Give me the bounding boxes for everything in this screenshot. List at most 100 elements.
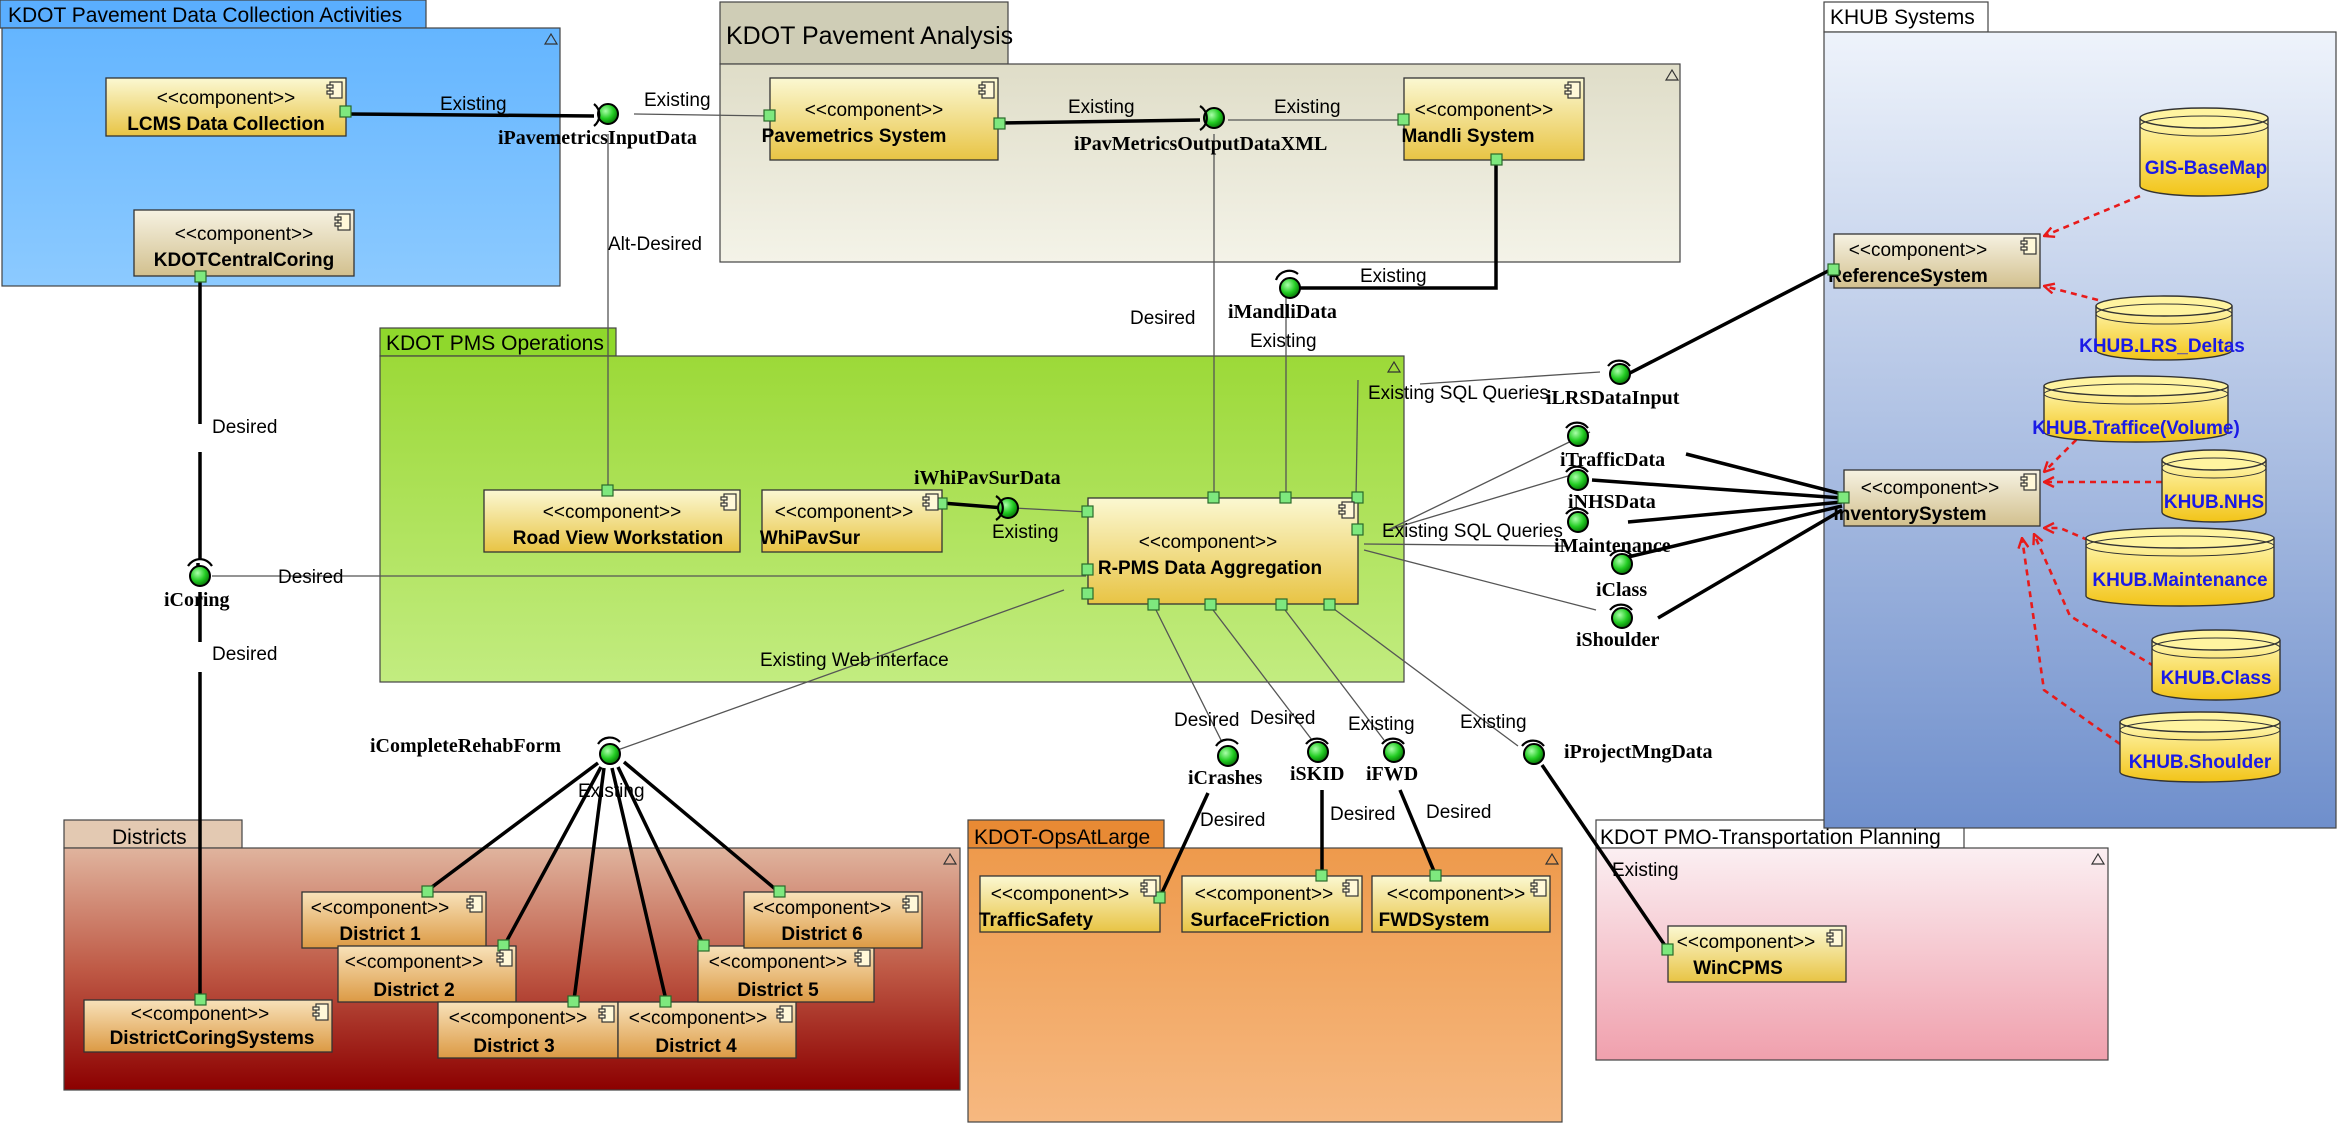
component-lcms[interactable]: <<component>> LCMS Data Collection (105, 77, 352, 137)
svg-text:FWDSystem: FWDSystem (1379, 910, 1490, 931)
label-pavmetrics-output: iPavMetricsOutputDataXML (1074, 133, 1327, 155)
component-wincpms[interactable]: <<component>> WinCPMS (1661, 925, 1847, 983)
connector-labels: Existing Existing Existing Existing Exis… (212, 90, 1679, 881)
component-icon (854, 949, 871, 967)
svg-text:Mandli System: Mandli System (1401, 126, 1534, 147)
component-road-view[interactable]: <<component>> Road View Workstation (483, 484, 741, 553)
ball-shoulder (1609, 603, 1633, 629)
component-district-3[interactable]: <<component>> District 3 (437, 995, 619, 1059)
svg-text:LCMS Data Collection: LCMS Data Collection (127, 114, 324, 135)
svg-text:<<component>>: <<component>> (345, 952, 483, 973)
ball-lrs-input (1607, 359, 1631, 385)
component-icon (598, 1005, 615, 1023)
package-pmo-planning-title: KDOT PMO-Transportation Planning (1600, 826, 1941, 849)
component-icon (1140, 879, 1157, 897)
datastore-shoulder[interactable]: KHUB.Shoulder (2119, 711, 2281, 783)
svg-text:KHUB.Shoulder: KHUB.Shoulder (2129, 752, 2272, 773)
ball-complete-rehab (597, 736, 621, 765)
ball-project-mng (1521, 739, 1545, 765)
svg-text:<<component>>: <<component>> (1139, 532, 1277, 553)
datastore-lrs[interactable]: KHUB.LRS_Deltas (2079, 295, 2245, 361)
component-district-coring[interactable]: <<component>> DistrictCoringSystems (83, 993, 333, 1053)
package-pavement-analysis[interactable]: KDOT Pavement Analysis (719, 1, 1681, 263)
svg-text:<<component>>: <<component>> (175, 224, 313, 245)
conn-rehab-existing: Existing (578, 781, 645, 802)
svg-text:<<component>>: <<component>> (805, 100, 943, 121)
svg-text:ReferenceSystem: ReferenceSystem (1828, 266, 1987, 287)
label-complete-rehab: iCompleteRehabForm (370, 735, 561, 757)
component-district-2[interactable]: <<component>> District 2 (337, 939, 517, 1003)
component-icon (1342, 879, 1359, 897)
component-icon (466, 895, 483, 913)
component-reference[interactable]: <<component>> ReferenceSystem (1827, 233, 2041, 289)
svg-text:District 5: District 5 (737, 980, 819, 1001)
conn-pav-output-desired: Desired (1130, 308, 1195, 329)
component-icon (776, 1005, 793, 1023)
component-icon (1338, 501, 1355, 519)
svg-text:<<component>>: <<component>> (1387, 884, 1525, 905)
datastore-traffic[interactable]: KHUB.Traffice(Volume) (2032, 375, 2240, 443)
datastore-class[interactable]: KHUB.Class (2151, 629, 2281, 701)
package-pavement-analysis-title: KDOT Pavement Analysis (726, 22, 1013, 50)
ball-fwd (1381, 737, 1405, 763)
conn-central-coring-desired: Desired (212, 417, 277, 438)
component-district-4[interactable]: <<component>> District 4 (617, 995, 797, 1059)
ball-crashes (1215, 738, 1239, 767)
ball-pavemetrics-input (593, 103, 619, 127)
component-district-6[interactable]: <<component>> District 6 (743, 885, 923, 949)
label-fwd: iFWD (1366, 763, 1418, 785)
component-district-5[interactable]: <<component>> District 5 (697, 939, 875, 1003)
svg-text:<<component>>: <<component>> (1849, 240, 1987, 261)
component-icon (312, 1003, 329, 1021)
component-mandli[interactable]: <<component>> Mandli System (1397, 77, 1585, 166)
ball-traffic (1565, 421, 1589, 447)
svg-text:<<component>>: <<component>> (543, 502, 681, 523)
conn-skid-desired: Desired (1250, 708, 1315, 729)
component-surface-friction[interactable]: <<component>> SurfaceFriction (1181, 869, 1363, 933)
component-icon (2020, 473, 2037, 491)
interface-symbols (187, 103, 1633, 767)
svg-text:<<component>>: <<component>> (991, 884, 1129, 905)
svg-text:District 4: District 4 (655, 1036, 737, 1057)
svg-text:<<component>>: <<component>> (629, 1008, 767, 1029)
conn-surface-friction-desired: Desired (1330, 804, 1395, 825)
component-whipavsur[interactable]: <<component>> WhiPavSur (760, 489, 948, 553)
svg-text:Pavemetrics System: Pavemetrics System (762, 126, 947, 147)
component-central-coring[interactable]: <<component>> KDOTCentralCoring (133, 209, 355, 283)
svg-text:<<component>>: <<component>> (131, 1004, 269, 1025)
component-rpms[interactable]: <<component>> R-PMS Data Aggregation (1081, 491, 1364, 611)
component-fwd[interactable]: <<component>> FWDSystem (1371, 869, 1551, 933)
component-traffic-safety[interactable]: <<component>> TrafficSafety (979, 875, 1166, 933)
component-district-1[interactable]: <<component>> District 1 (301, 885, 487, 949)
conn-traffic-safety-desired: Desired (1200, 810, 1265, 831)
label-class: iClass (1596, 579, 1647, 601)
conn-lcms-existing: Existing (440, 94, 507, 115)
package-ops-at-large[interactable]: KDOT-OpsAtLarge (967, 819, 1563, 1123)
svg-text:InventorySystem: InventorySystem (1833, 504, 1986, 525)
component-icons (312, 81, 2037, 1023)
svg-text:<<component>>: <<component>> (1861, 478, 1999, 499)
datastore-nhs[interactable]: KHUB.NHS (2161, 449, 2267, 523)
package-data-collection-title: KDOT Pavement Data Collection Activities (8, 4, 402, 27)
svg-text:KDOTCentralCoring: KDOTCentralCoring (154, 250, 335, 271)
ball-maintenance (1565, 507, 1589, 533)
interface-labels: iPavemetricsInputData iPavMetricsOutputD… (164, 127, 1712, 789)
component-inventory[interactable]: <<component>> InventorySystem (1833, 469, 2041, 527)
component-icon (1530, 879, 1547, 897)
label-coring: iCoring (164, 589, 230, 611)
svg-text:<<component>>: <<component>> (449, 1008, 587, 1029)
svg-text:KHUB.Class: KHUB.Class (2161, 668, 2272, 689)
component-icon (1564, 81, 1581, 99)
svg-text:<<component>>: <<component>> (1677, 932, 1815, 953)
component-pavemetrics[interactable]: <<component>> Pavemetrics System (762, 77, 1006, 161)
conn-wincpms-existing: Existing (1612, 860, 1679, 881)
conn-whipavsur-existing: Existing (992, 522, 1059, 543)
svg-text:Road View Workstation: Road View Workstation (513, 528, 723, 549)
datastore-maintenance[interactable]: KHUB.Maintenance (2085, 527, 2275, 607)
svg-text:R-PMS Data Aggregation: R-PMS Data Aggregation (1098, 558, 1322, 579)
conn-mandli-rpms-existing: Existing (1250, 331, 1317, 352)
component-icon (334, 213, 351, 231)
ball-coring (187, 558, 213, 587)
datastore-gis[interactable]: GIS-BaseMap (2139, 107, 2269, 197)
